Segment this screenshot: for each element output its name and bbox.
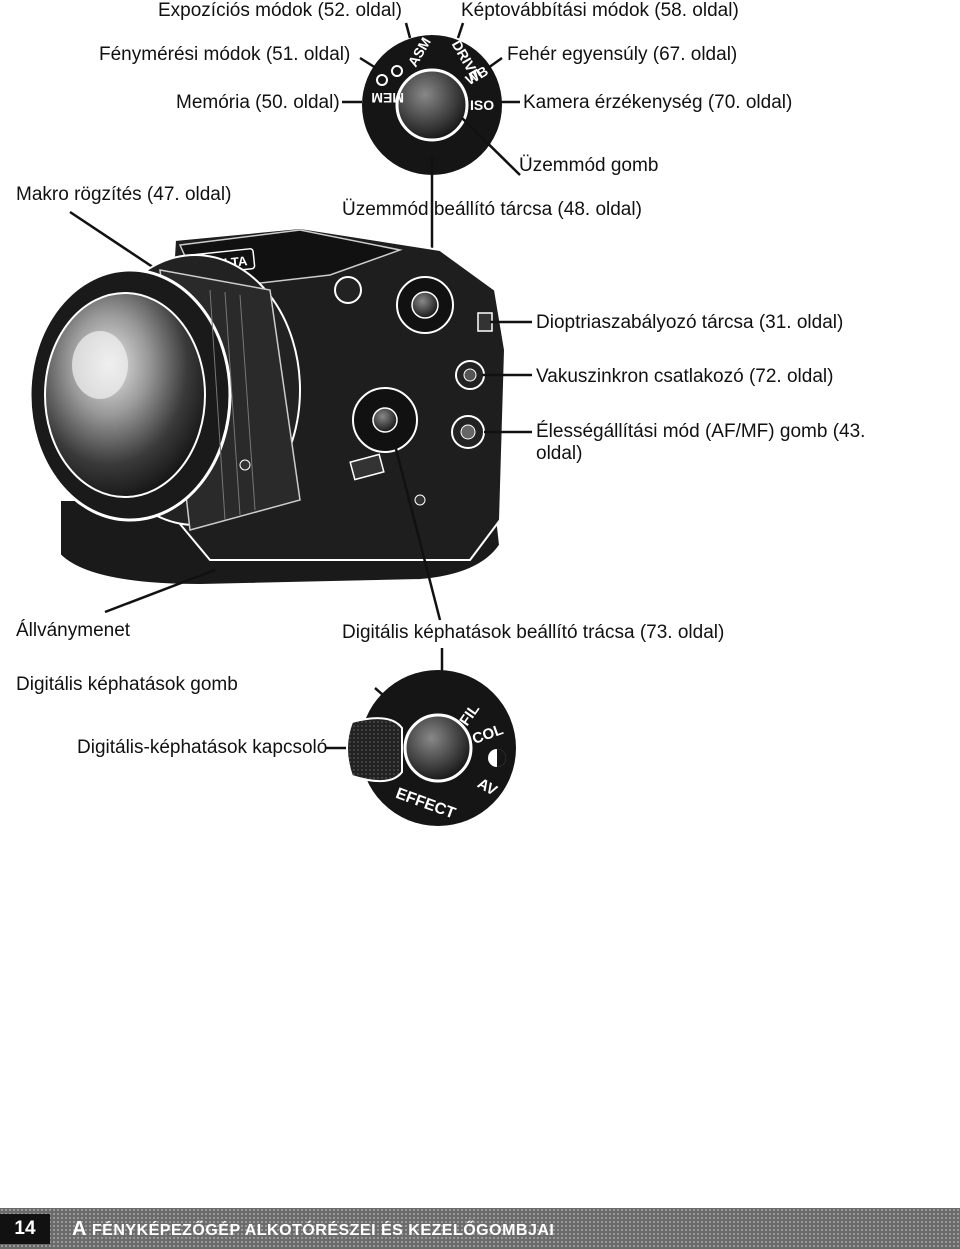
label-flash-sync: Vakuszinkron csatlakozó (72. oldal) — [536, 366, 834, 387]
dial-mark-mem: MEM — [371, 90, 404, 106]
label-white-balance: Fehér egyensúly (67. oldal) — [507, 44, 738, 65]
label-tripod: Állványmenet — [16, 620, 131, 641]
page-footer: 14 A FÉNYKÉPEZŐGÉP ALKOTÓRÉSZEI ÉS KEZEL… — [0, 1208, 960, 1249]
label-mode-button: Üzemmód gomb — [519, 155, 659, 176]
label-effect-button: Digitális képhatások gomb — [16, 674, 238, 695]
label-focus-mode: Élességállítási mód (AF/MF) gomb (43. ol… — [536, 421, 866, 464]
footer-title-initial: A — [72, 1218, 87, 1240]
camera-illustration: MINOLTA — [28, 226, 507, 587]
label-effect-dial: Digitális képhatások beállító trácsa (73… — [342, 622, 725, 643]
effect-dial-illustration: FIL COL AV EFFECT — [346, 670, 516, 826]
label-diopter: Dioptriaszabályozó tárcsa (31. oldal) — [536, 312, 844, 333]
dial-mark-iso: ISO — [470, 97, 494, 113]
label-metering-modes: Fénymérési módok (51. oldal) — [99, 44, 351, 65]
footer-background — [0, 1208, 960, 1249]
label-macro: Makro rögzítés (47. oldal) — [16, 184, 232, 205]
page-number: 14 — [0, 1214, 50, 1244]
label-exposure-modes: Expozíciós módok (52. oldal) — [158, 0, 402, 21]
label-effect-switch: Digitális-képhatások kapcsoló — [77, 737, 328, 758]
mode-dial-illustration: ASM DRIVE WB ISO MEM — [362, 34, 502, 175]
footer-title: A FÉNYKÉPEZŐGÉP ALKOTÓRÉSZEI ÉS KEZELŐGO… — [72, 1218, 554, 1242]
label-mode-dial: Üzemmód beállító tárcsa (48. oldal) — [342, 199, 642, 220]
label-iso: Kamera érzékenység (70. oldal) — [523, 92, 793, 113]
label-drive-modes: Képtovábbítási módok (58. oldal) — [461, 0, 739, 21]
label-memory: Memória (50. oldal) — [176, 92, 340, 113]
footer-title-rest: FÉNYKÉPEZŐGÉP ALKOTÓRÉSZEI ÉS KEZELŐGOMB… — [86, 1222, 555, 1239]
